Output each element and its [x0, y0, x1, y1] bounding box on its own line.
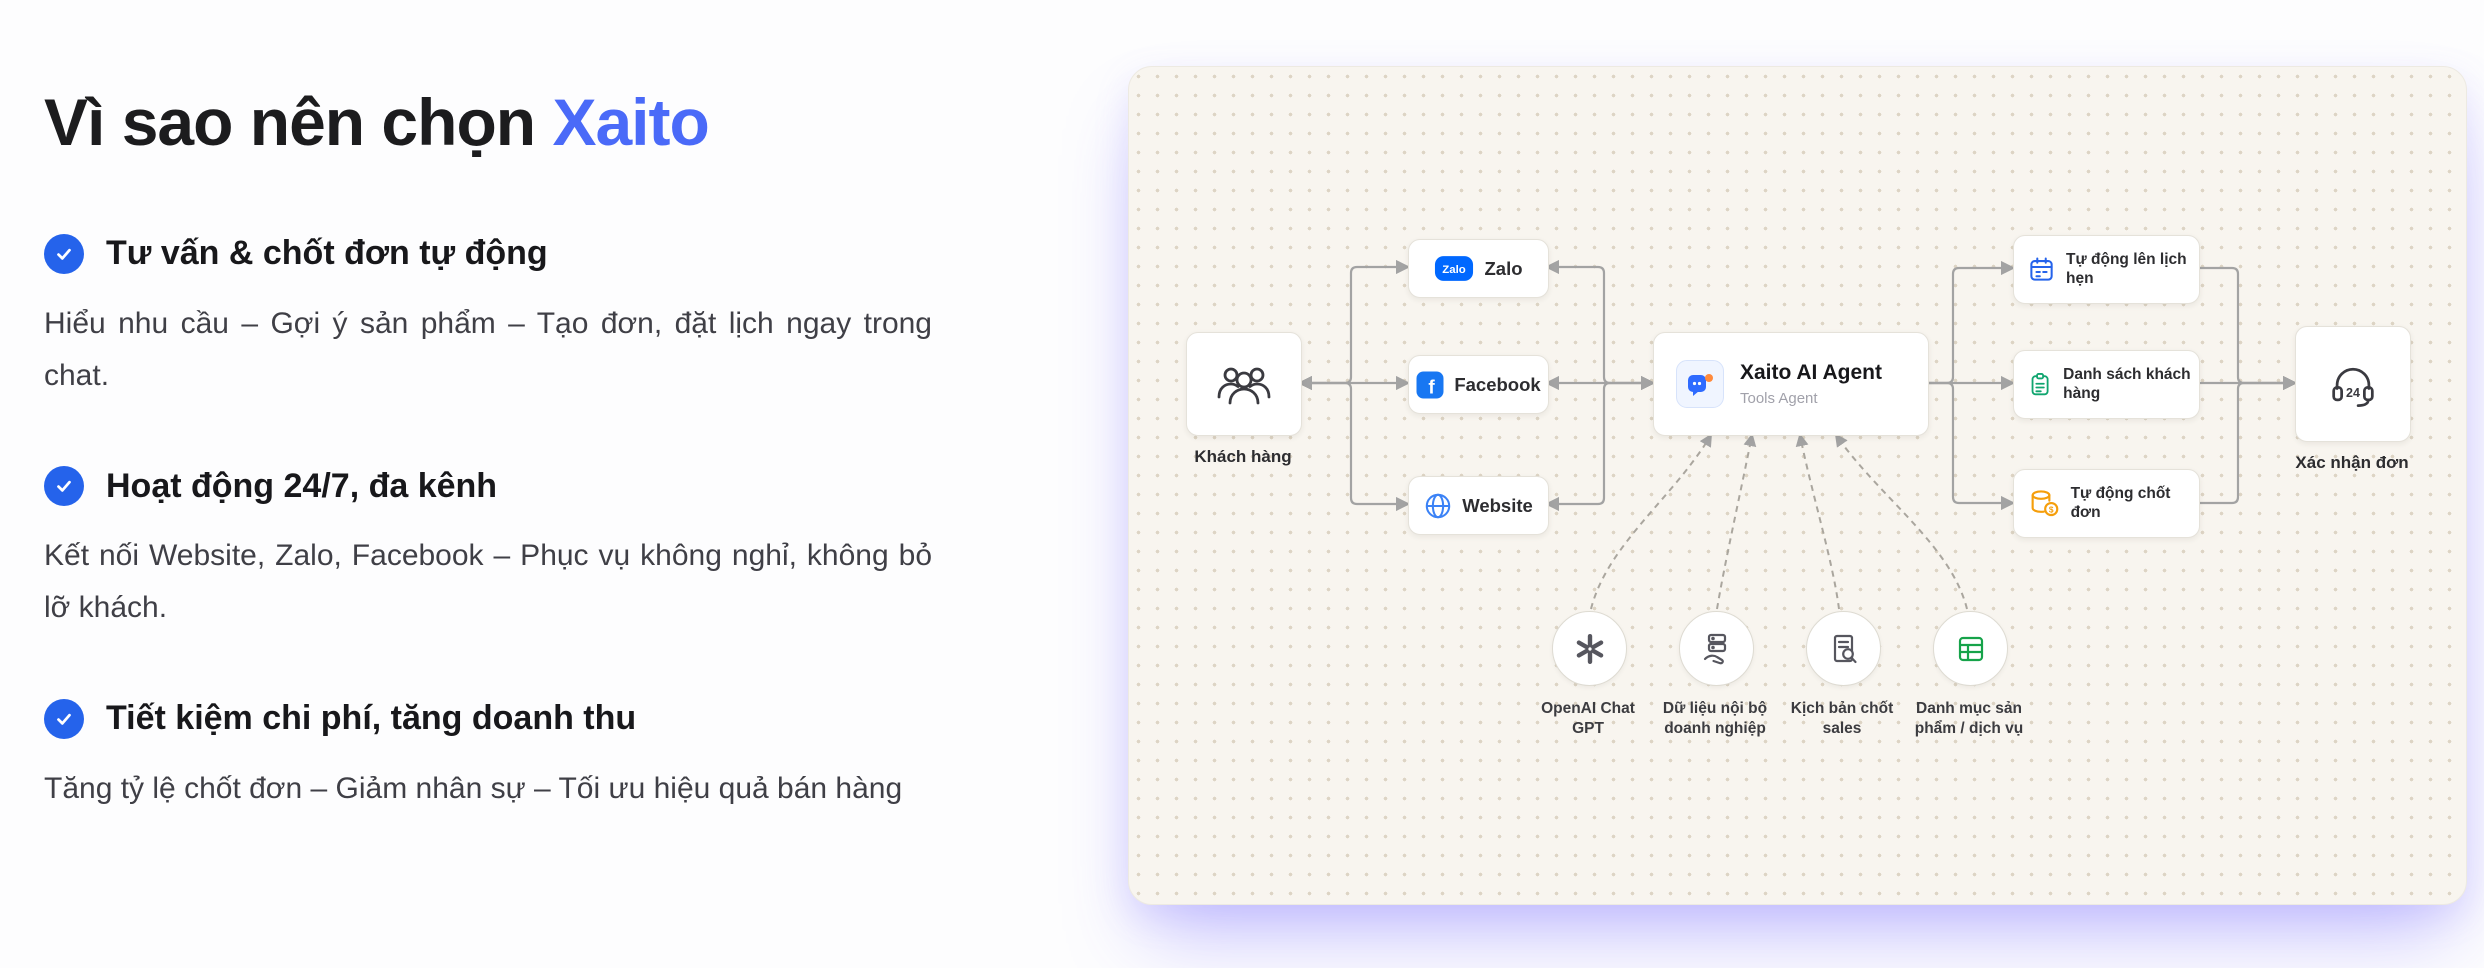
database-coin-icon: $: [2031, 490, 2059, 517]
facebook-icon: f: [1416, 371, 1444, 398]
globe-icon: [1425, 493, 1451, 518]
node-confirm-order-label: Xác nhận đơn: [2295, 453, 2409, 472]
node-zalo-label: Zalo: [1484, 257, 1523, 279]
tool-openai-label: OpenAI Chat GPT: [1541, 700, 1635, 737]
svg-text:24: 24: [2346, 386, 2360, 400]
node-zalo: Zalo Zalo: [1408, 239, 1549, 298]
node-website: Website: [1408, 476, 1549, 535]
headset-24-icon: 24: [2332, 367, 2374, 407]
feature-1-description: Hiểu nhu cầu – Gợi ý sản phẩm – Tạo đơn,…: [44, 306, 932, 393]
spreadsheet-icon: [1958, 636, 1983, 661]
why-choose-section: Vì sao nên chọn Xaito Tư vấn & chốt đơn …: [44, 85, 964, 815]
check-icon: [44, 233, 84, 274]
data-hand-icon: [1703, 633, 1726, 664]
calendar-icon: [2030, 257, 2053, 281]
xaito-logo-icon: [1676, 360, 1724, 408]
check-icon: [44, 466, 84, 507]
document-search-icon: [1833, 634, 1857, 663]
node-confirm-order: 24: [2295, 326, 2411, 442]
node-customer: [1186, 332, 1302, 436]
agent-title: Xaito AI Agent: [1740, 361, 1882, 385]
brand-name: Xaito: [552, 85, 709, 159]
check-icon: [44, 698, 84, 739]
clipboard-icon: [2031, 373, 2049, 396]
node-xaito-agent: Xaito AI Agent Tools Agent: [1653, 332, 1929, 436]
node-auto-schedule: Tự động lên lịch hẹn: [2013, 235, 2200, 304]
page-title: Vì sao nên chọn Xaito: [44, 85, 964, 160]
agent-subtitle: Tools Agent: [1740, 389, 1818, 407]
openai-icon: [1576, 633, 1603, 664]
page-title-text: Vì sao nên chọn: [44, 85, 536, 159]
svg-text:$: $: [2049, 504, 2054, 514]
svg-text:Zalo: Zalo: [1443, 264, 1466, 276]
feature-3: Tiết kiệm chi phí, tăng doanh thu: [44, 698, 964, 739]
feature-2-title: Hoạt động 24/7, đa kênh: [106, 466, 498, 505]
node-auto-order-label: Tự động chốt đơn: [2070, 484, 2171, 521]
feature-1: Tư vấn & chốt đơn tự động: [44, 233, 964, 274]
people-icon: [1217, 367, 1271, 405]
feature-2-description: Kết nối Website, Zalo, Facebook – Phục v…: [44, 539, 932, 625]
node-customer-list-label: Danh sách khách hàng: [2063, 365, 2191, 402]
tool-product-catalog: [1933, 611, 2008, 686]
node-customer-label: Khách hàng: [1194, 447, 1292, 466]
feature-3-title: Tiết kiệm chi phí, tăng doanh thu: [106, 699, 637, 738]
feature-3-description: Tăng tỷ lệ chốt đơn – Giảm nhân sự – Tối…: [44, 771, 903, 805]
zalo-icon: Zalo: [1435, 256, 1474, 281]
tool-internal-data: [1679, 611, 1754, 686]
svg-text:f: f: [1429, 377, 1436, 398]
node-website-label: Website: [1462, 494, 1533, 516]
tool-sales-script-label: Kịch bản chốt sales: [1790, 700, 1894, 737]
feature-1-title: Tư vấn & chốt đơn tự động: [106, 234, 548, 273]
node-facebook-label: Facebook: [1454, 373, 1541, 395]
node-auto-schedule-label: Tự động lên lịch hẹn: [2066, 250, 2187, 287]
node-customer-list: Danh sách khách hàng: [2013, 350, 2200, 419]
tool-openai: [1552, 611, 1627, 686]
feature-2: Hoạt động 24/7, đa kênh: [44, 466, 964, 507]
diagram-connectors: [1297, 259, 2298, 610]
node-facebook: f Facebook: [1408, 355, 1549, 414]
node-auto-order: $ Tự động chốt đơn: [2013, 469, 2200, 538]
diagram-panel: Khách hàng Zalo Zalo f Facebook Website: [1128, 66, 2467, 905]
tool-sales-script: [1806, 611, 1881, 686]
tool-product-catalog-label: Danh mục sản phẩm / dịch vụ: [1914, 700, 2024, 737]
tool-internal-data-label: Dữ liệu nội bộ doanh nghiệp: [1662, 700, 1768, 737]
